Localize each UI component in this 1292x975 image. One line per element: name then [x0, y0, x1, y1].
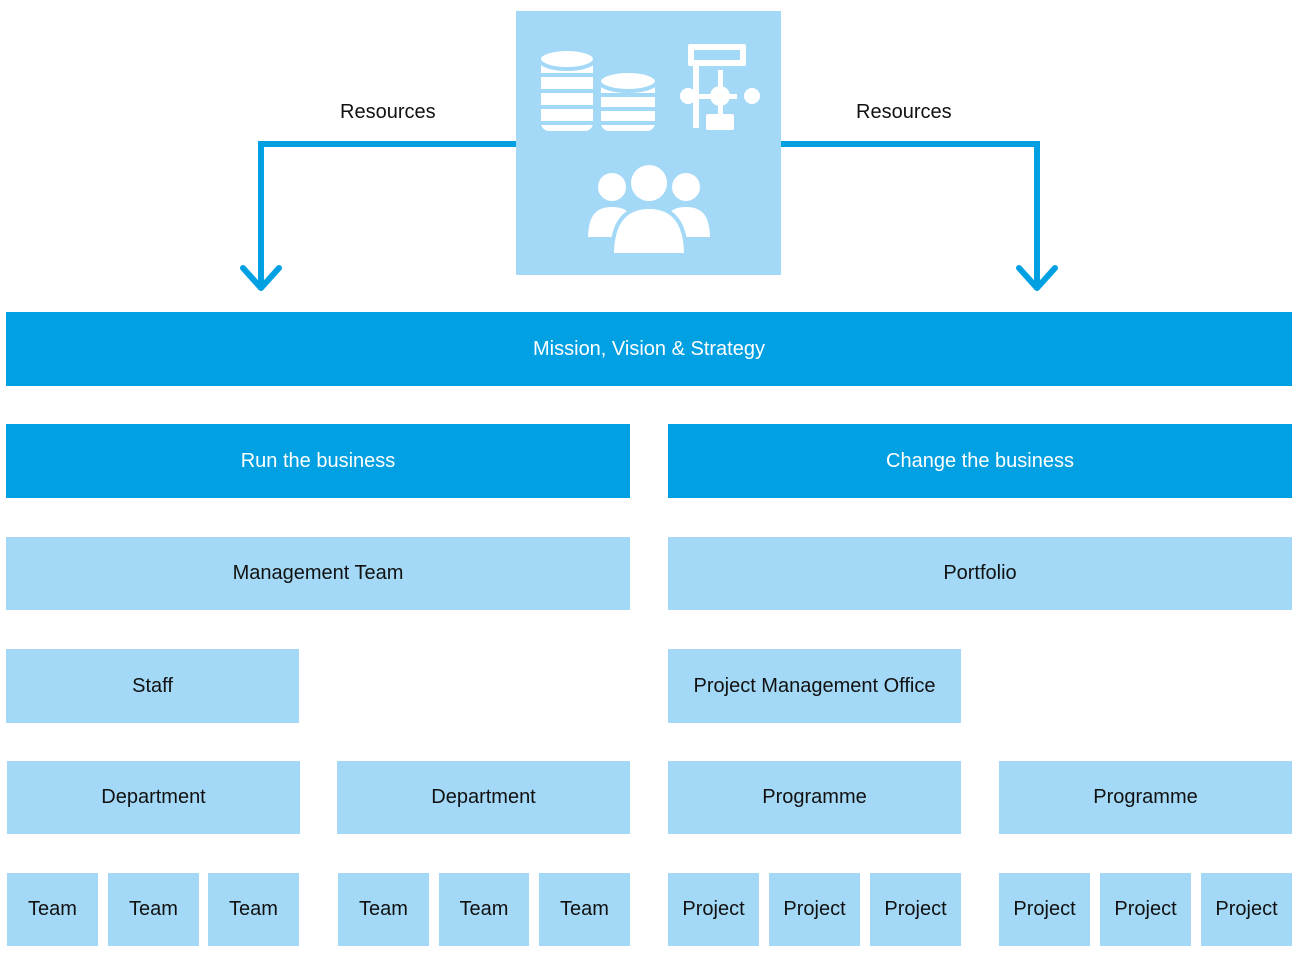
people-group-icon — [584, 161, 714, 257]
right-connector-line — [781, 141, 1040, 285]
department: Department — [337, 761, 630, 834]
project: Project — [1100, 873, 1191, 946]
project: Project — [870, 873, 961, 946]
database-coins-icon — [537, 47, 659, 135]
left-connector-line — [258, 141, 516, 285]
programme: Programme — [999, 761, 1292, 834]
project: Project — [769, 873, 860, 946]
team: Team — [7, 873, 98, 946]
management-team: Management Team — [6, 537, 630, 610]
resources-box — [516, 11, 781, 275]
team: Team — [108, 873, 199, 946]
portfolio: Portfolio — [668, 537, 1292, 610]
programme: Programme — [668, 761, 961, 834]
change-the-business: Change the business — [668, 424, 1292, 498]
project: Project — [1201, 873, 1292, 946]
team: Team — [539, 873, 630, 946]
left-arrowhead — [240, 265, 282, 291]
department: Department — [7, 761, 300, 834]
flowchart-icon — [680, 44, 760, 130]
resources-label-right: Resources — [856, 101, 952, 123]
resources-label-left: Resources — [340, 101, 436, 123]
team: Team — [208, 873, 299, 946]
mission-vision-strategy: Mission, Vision & Strategy — [6, 312, 1292, 386]
run-the-business: Run the business — [6, 424, 630, 498]
project-management-office: Project Management Office — [668, 649, 961, 723]
staff: Staff — [6, 649, 299, 723]
resource-connectors — [240, 141, 1058, 291]
right-arrowhead — [1016, 265, 1058, 291]
project: Project — [668, 873, 759, 946]
team: Team — [439, 873, 529, 946]
project: Project — [999, 873, 1090, 946]
team: Team — [338, 873, 429, 946]
